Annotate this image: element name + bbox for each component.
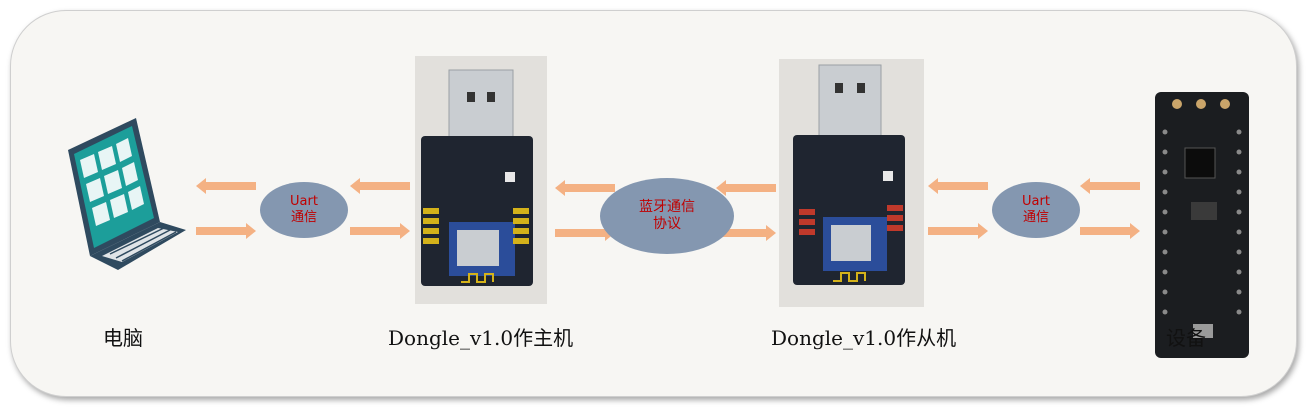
dongle-slave-photo	[779, 59, 924, 307]
uart-link-left-line2: 通信	[290, 210, 317, 225]
master-label: Dongle_v1.0作主机	[388, 326, 574, 350]
uart-link-right-line2: 通信	[1022, 210, 1049, 225]
arrow-device-receive	[1080, 178, 1140, 194]
device-board-photo	[1155, 92, 1249, 358]
arrow-slave-ble-receive	[716, 180, 776, 196]
uart-link-left-line1: Uart	[290, 193, 318, 209]
arrow-master-ble-receive	[555, 180, 615, 196]
device-label: 设备	[1166, 326, 1206, 350]
arrow-pc-receive	[196, 178, 256, 194]
arrow-slave-receive	[928, 178, 988, 194]
arrow-master-send	[350, 223, 410, 239]
ble-link-line2: 协议	[653, 216, 681, 232]
arrow-master-receive	[350, 178, 410, 194]
pc-label: 电脑	[103, 326, 143, 350]
uart-link-right-line1: Uart	[1022, 193, 1050, 209]
dongle-master-photo	[415, 56, 547, 304]
uart-link-right: Uart 通信	[992, 182, 1080, 238]
laptop-icon	[68, 118, 186, 270]
ble-link-line1: 蓝牙通信	[639, 198, 695, 215]
arrow-slave-send	[928, 223, 988, 239]
uart-link-left: Uart 通信	[260, 182, 348, 238]
arrow-device-send	[1080, 223, 1140, 239]
ble-link: 蓝牙通信 协议	[600, 178, 734, 254]
slave-label: Dongle_v1.0作从机	[771, 326, 957, 350]
arrow-pc-send	[196, 223, 256, 239]
